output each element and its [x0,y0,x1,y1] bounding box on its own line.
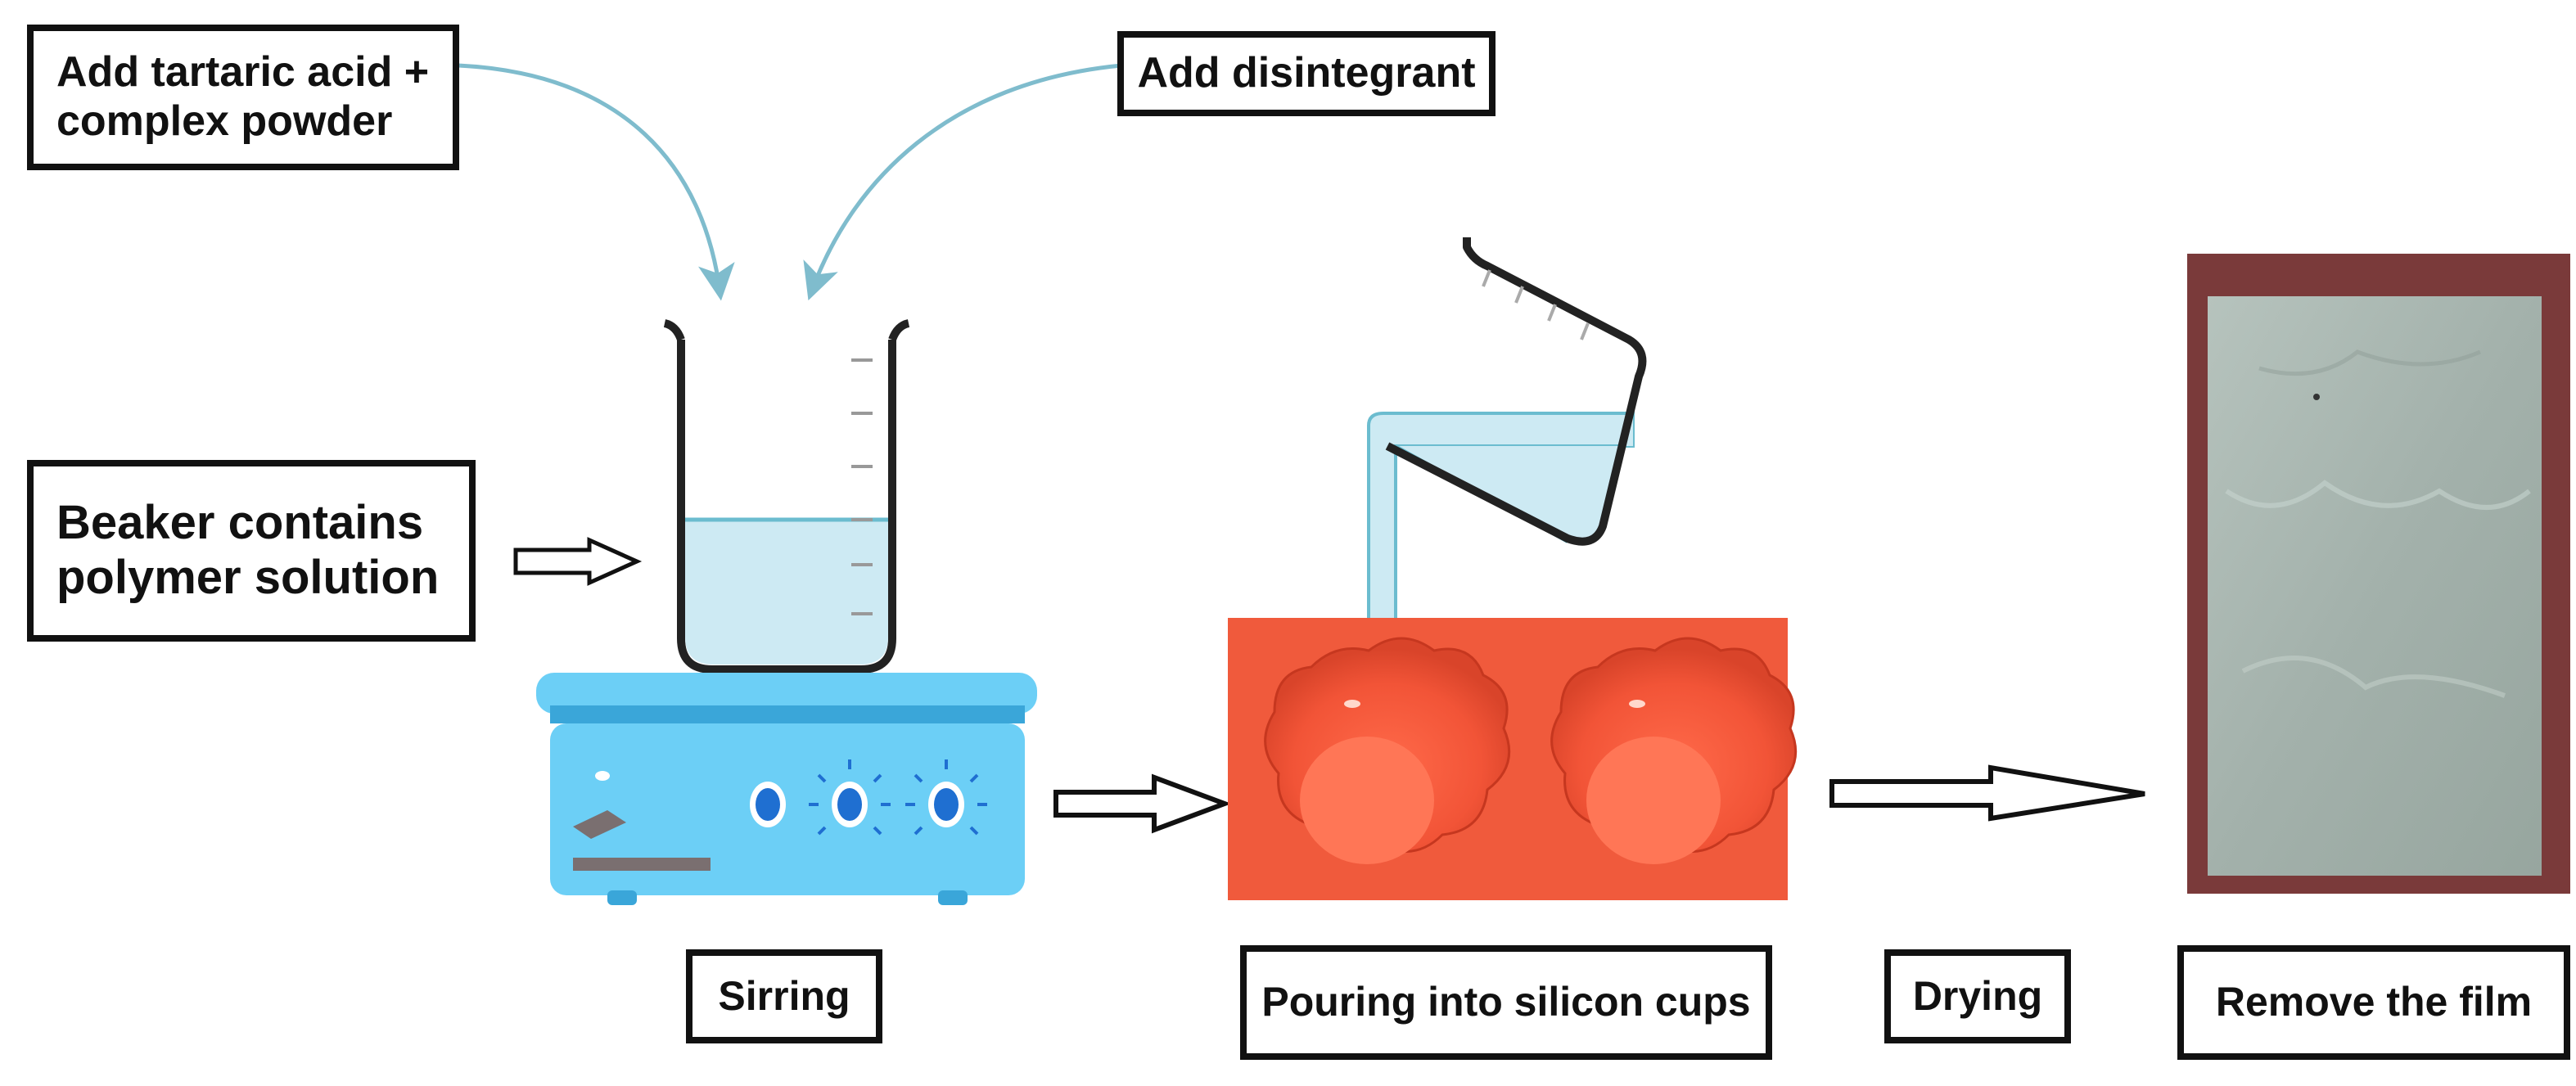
hollow-arrow-icon [513,537,643,586]
knob-icon [809,759,891,836]
film-photo-icon [2187,254,2570,894]
hollow-arrow-icon [1829,764,2145,822]
knob-icon [905,759,987,836]
add-disintegrant-label: Add disintegrant [1117,31,1496,116]
beaker-icon [663,319,910,674]
silicone-cup-icon [1264,637,1511,864]
drying-step-label: Drying [1884,949,2071,1043]
curved-arrow-icon [803,63,1122,301]
pouring-step-label: Pouring into silicon cups [1240,945,1772,1060]
stirring-step-label: Sirring [686,949,882,1043]
silicone-cup-icon [1550,637,1798,864]
add-tartaric-acid-label: Add tartaric acid + complex powder [27,25,459,170]
silicone-mold-icon [1228,618,1798,900]
magnetic-stirrer-icon [536,673,1037,905]
curved-arrow-icon [458,63,735,301]
pouring-beaker-icon [1367,237,1647,628]
remove-film-step-label: Remove the film [2177,945,2570,1060]
beaker-solution-label: Beaker contains polymer solution [27,460,476,642]
knob-icon [750,782,786,827]
hollow-arrow-icon [1053,773,1232,834]
